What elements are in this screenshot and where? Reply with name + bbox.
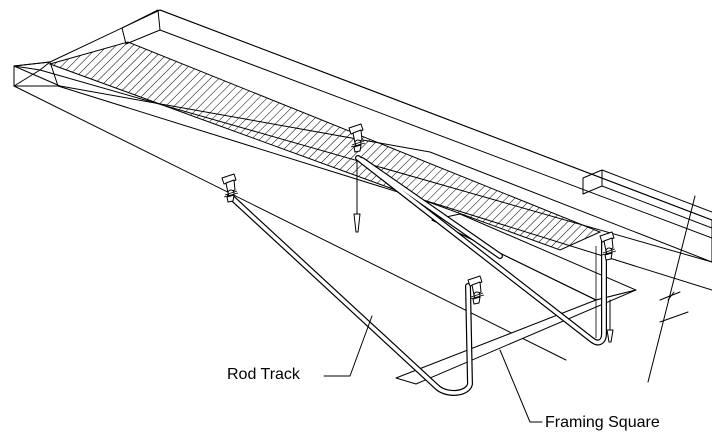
leader-lines [323,315,543,423]
ceiling-channel [48,41,602,251]
rod-track-leader [323,315,373,377]
rod-track-label: Rod Track [227,366,300,383]
framing-square [395,213,637,385]
framing-square-leader [499,349,543,423]
framing-square-label: Framing Square [545,414,660,431]
rod-track [227,155,607,396]
screws [353,159,614,343]
wall-section [582,169,712,383]
